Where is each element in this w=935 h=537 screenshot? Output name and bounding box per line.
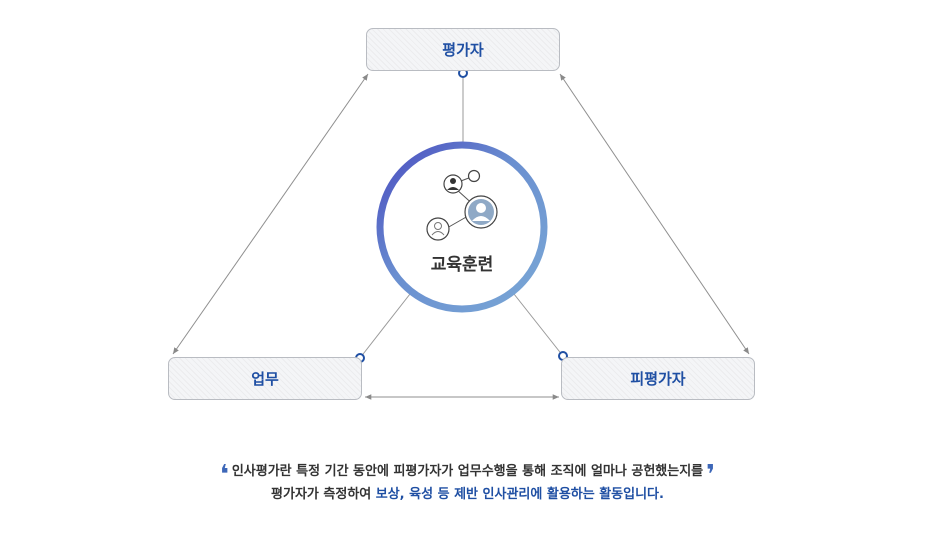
user-icon [464,195,498,229]
caption-line-2: 평가자가 측정하여 보상, 육성 등 제반 인사관리에 활용하는 활동입니다. [0,483,935,506]
center-label: 교육훈련 [430,255,494,275]
caption-text-2: 평가자가 측정하여 [271,487,376,502]
evaluator-box: 평가자 [366,28,560,71]
close-quote-icon: ❜ [706,460,716,490]
work-box: 업무 [168,357,362,400]
empty-node-icon [467,169,481,183]
caption-line-1: ❛인사평가란 특정 기간 동안에 피평가자가 업무수행을 통해 조직에 얼마나 … [0,460,935,488]
user-icon [443,174,463,194]
caption-highlight: 보상, 육성 등 제반 인사관리에 활용하는 활동입니다. [375,487,664,502]
arrow-top-right [559,73,750,355]
caption-text-1: 인사평가란 특정 기간 동안에 피평가자가 업무수행을 통해 조직에 얼마나 공… [231,464,704,479]
spoke-left [359,293,411,359]
evaluatee-box: 피평가자 [561,357,755,400]
evaluator-label: 평가자 [442,41,484,59]
arrow-top-left [172,73,369,355]
network-icon [426,169,498,241]
work-label: 업무 [251,370,279,388]
center-ring [376,141,548,313]
open-quote-icon: ❛ [219,460,229,490]
caption: ❛인사평가란 특정 기간 동안에 피평가자가 업무수행을 통해 조직에 얼마나 … [0,460,935,506]
evaluatee-label: 피평가자 [630,370,686,388]
spoke-right [513,293,564,357]
user-outline-icon [426,217,450,241]
